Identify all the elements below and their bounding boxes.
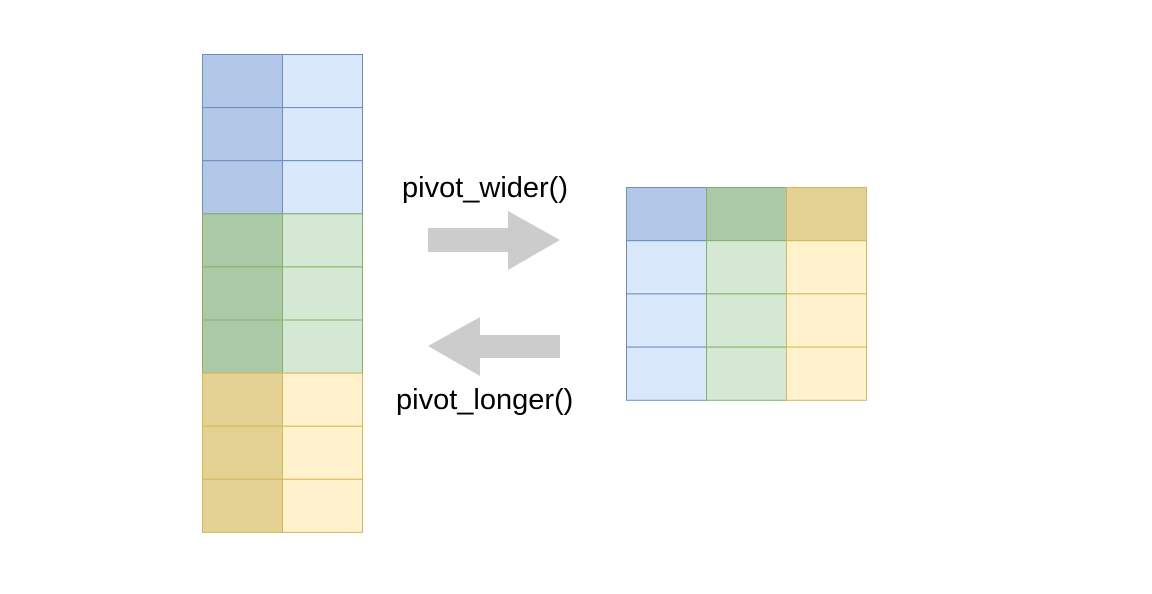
- wide-table-value-cell: [786, 346, 867, 401]
- wide-table-header-cell: [706, 187, 787, 242]
- wide-table: [626, 187, 867, 401]
- long-table-value-cell: [282, 319, 363, 374]
- wide-table-value-cell: [626, 240, 707, 295]
- long-table-value-cell: [282, 425, 363, 480]
- wide-table-header-cell: [626, 187, 707, 242]
- long-table-key-cell: [202, 425, 283, 480]
- wide-table-value-cell: [706, 346, 787, 401]
- long-table-key-cell: [202, 160, 283, 215]
- long-table-value-cell: [282, 372, 363, 427]
- wide-table-value-cell: [626, 293, 707, 348]
- long-table-key-cell: [202, 266, 283, 321]
- long-table-key-cell: [202, 107, 283, 162]
- wide-table-value-cell: [786, 293, 867, 348]
- wide-table-value-cell: [626, 346, 707, 401]
- long-table-value-cell: [282, 213, 363, 268]
- long-table-key-cell: [202, 319, 283, 374]
- wide-table-value-cell: [706, 293, 787, 348]
- long-table-key-cell: [202, 478, 283, 533]
- long-table-key-cell: [202, 213, 283, 268]
- arrow-right-icon: [428, 211, 560, 270]
- long-table-value-cell: [282, 478, 363, 533]
- wide-table-value-cell: [786, 240, 867, 295]
- pivot-wider-label: pivot_wider(): [402, 172, 568, 204]
- long-table-value-cell: [282, 266, 363, 321]
- long-table-value-cell: [282, 160, 363, 215]
- long-table-key-cell: [202, 372, 283, 427]
- pivot-longer-label: pivot_longer(): [396, 384, 574, 416]
- arrow-left-icon: [428, 317, 560, 376]
- wide-table-header-cell: [786, 187, 867, 242]
- long-table: [202, 54, 363, 533]
- long-table-value-cell: [282, 54, 363, 109]
- wide-table-value-cell: [706, 240, 787, 295]
- long-table-value-cell: [282, 107, 363, 162]
- long-table-key-cell: [202, 54, 283, 109]
